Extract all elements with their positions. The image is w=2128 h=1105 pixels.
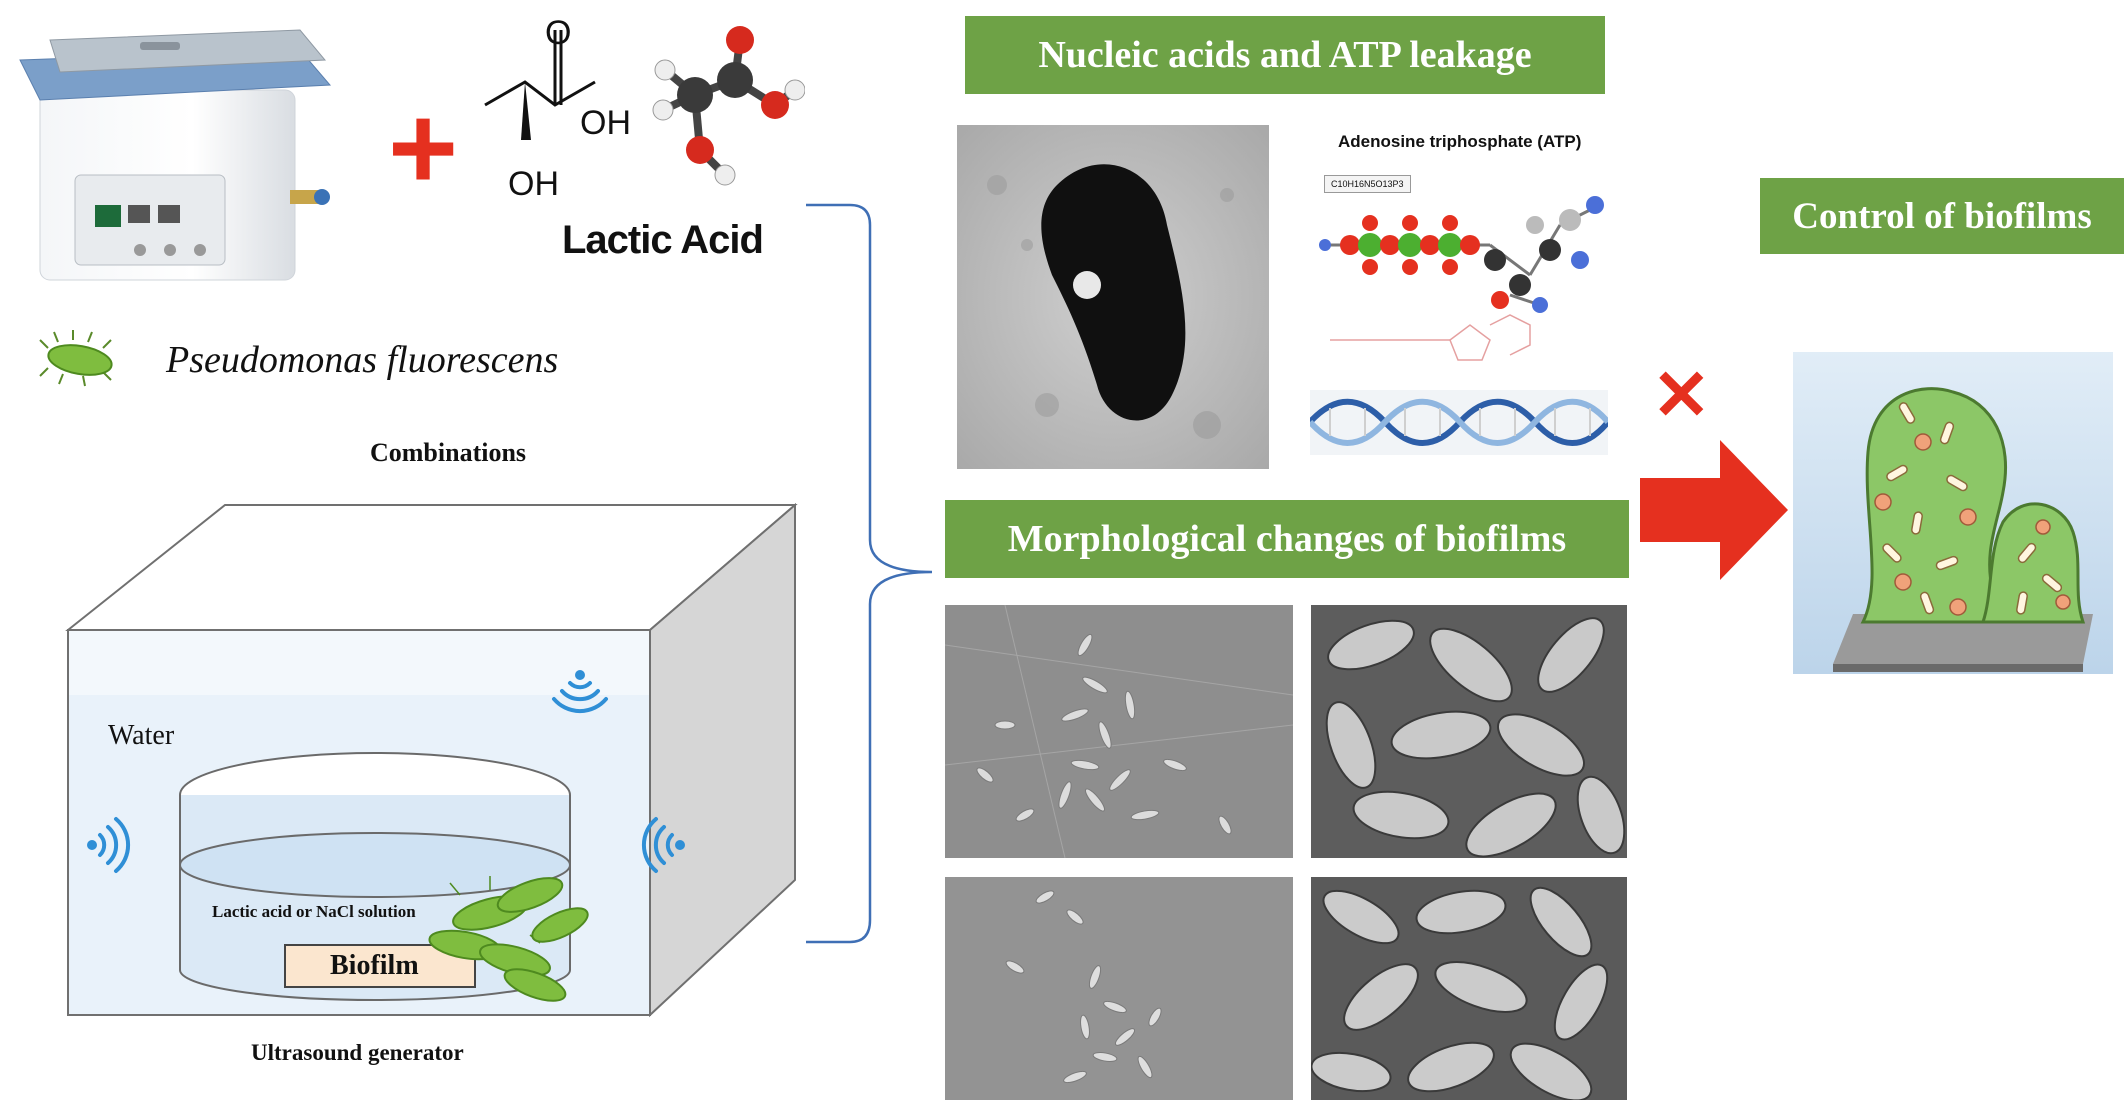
grouping-bracket <box>806 203 933 944</box>
ultrasonic-bath-image <box>19 29 332 281</box>
organism-name: Pseudomonas fluorescens <box>166 339 559 381</box>
leakage-title: Nucleic acids and ATP leakage <box>965 16 1605 94</box>
result-arrow <box>1640 440 1788 580</box>
inhibition-cross: ✕ <box>1652 356 1711 434</box>
combinations-label: Combinations <box>370 438 527 467</box>
morphology-title: Morphological changes of biofilms <box>945 500 1629 578</box>
atp-title: Adenosine triphosphate (ATP) <box>1338 132 1582 151</box>
oh-label-bottom: OH <box>508 165 559 203</box>
lactic-acid-ball-stick <box>652 26 805 186</box>
water-label: Water <box>108 720 175 751</box>
control-title: Control of biofilms <box>1760 178 2124 254</box>
lactic-acid-structure <box>484 30 596 140</box>
ultrasound-box-diagram <box>65 502 798 1018</box>
sem-image-high-mag-1 <box>1311 605 1627 858</box>
atp-formula: C10H16N5O13P3 <box>1324 175 1411 193</box>
oh-label-top: OH <box>580 104 631 142</box>
plus-sign: + <box>388 81 459 215</box>
dna-helix-image <box>1310 390 1608 455</box>
sem-image-low-mag-1 <box>945 605 1293 858</box>
carbonyl-o-label: O <box>545 14 572 52</box>
biofilm-illustration <box>1793 352 2113 674</box>
tem-cell-image <box>957 125 1269 469</box>
sem-image-high-mag-2 <box>1311 877 1627 1100</box>
biofilm-label: Biofilm <box>330 950 419 981</box>
sem-image-low-mag-2 <box>945 877 1293 1100</box>
solution-label: Lactic acid or NaCl solution <box>212 902 416 921</box>
atp-molecule-model <box>1319 196 1604 361</box>
ultrasound-generator-label: Ultrasound generator <box>251 1040 464 1065</box>
bacterium-icon <box>39 330 113 387</box>
lactic-acid-label: Lactic Acid <box>562 218 764 262</box>
